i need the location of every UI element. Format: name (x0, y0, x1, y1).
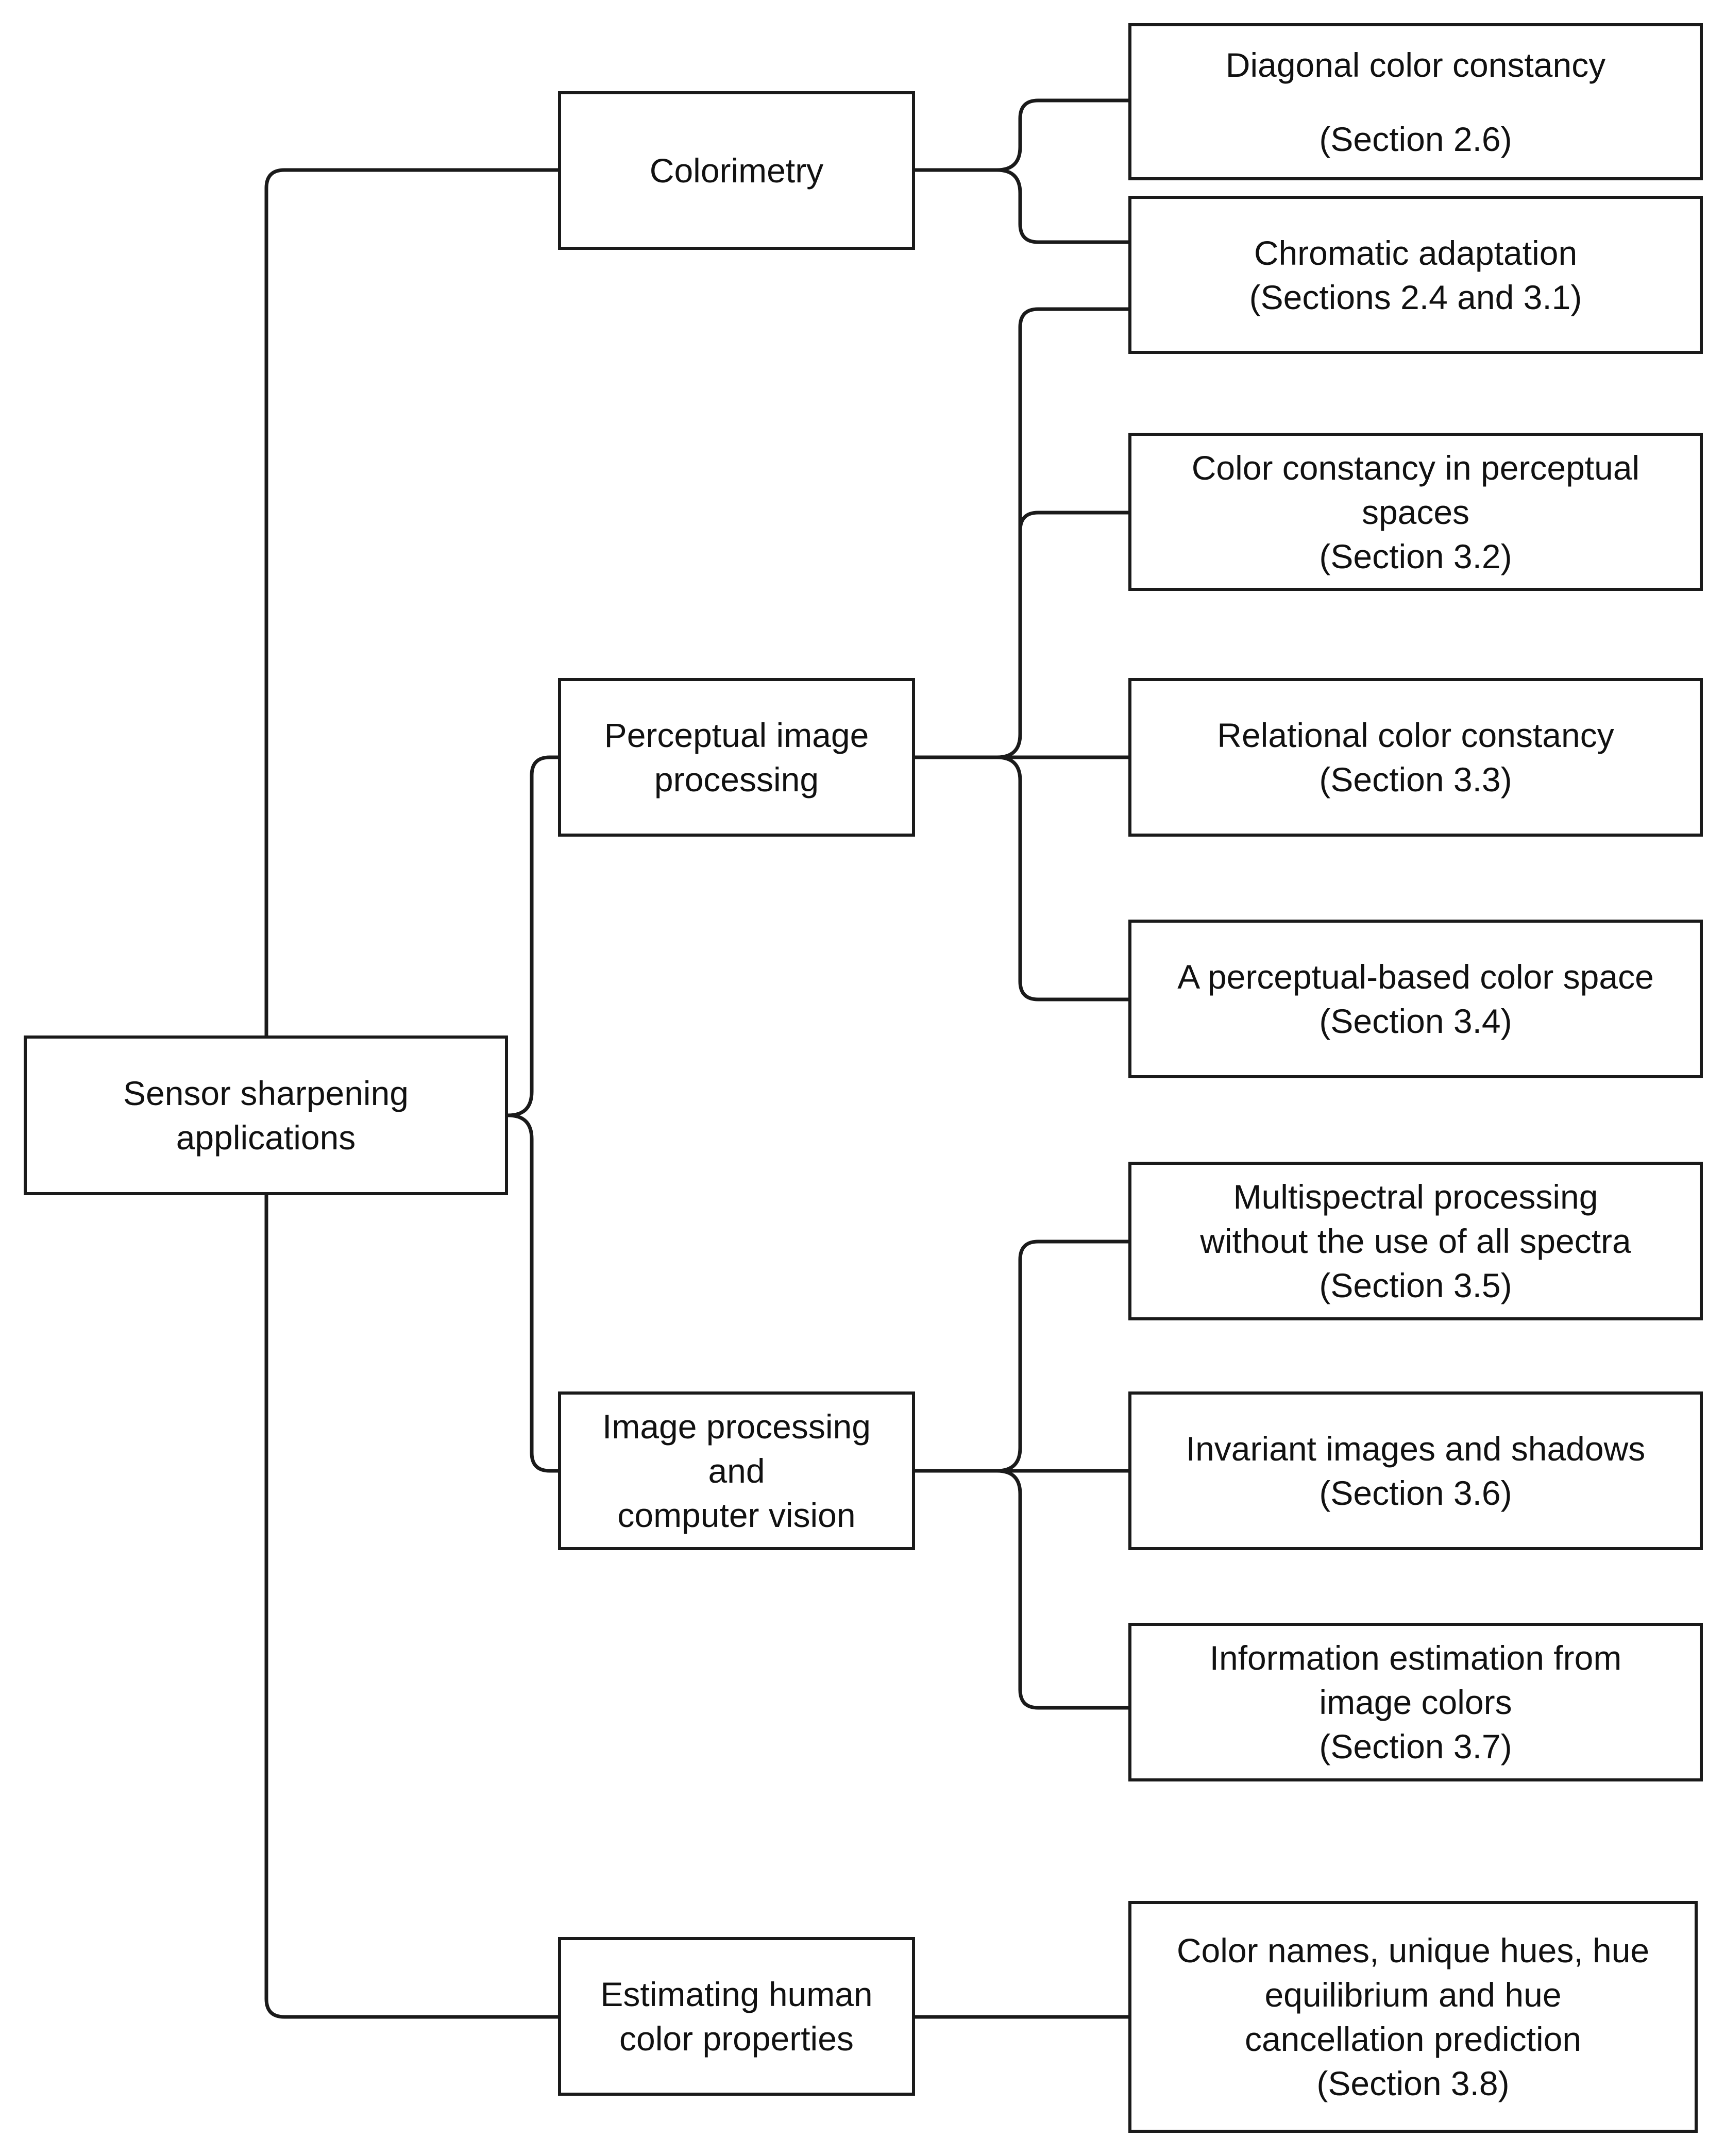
connector-perceptual-leaves (915, 307, 1128, 1001)
leaf-hue-line-4: (Section 3.8) (1316, 2064, 1510, 2102)
category-estimating-human-color-properties: Estimating human color properties (558, 1937, 915, 2096)
leaf-perceptual-spaces-line-3: (Section 3.2) (1319, 537, 1512, 575)
connector-vision-leaves (915, 1240, 1128, 1710)
category-human-line-1: Estimating human (600, 1975, 873, 2013)
leaf-hue-line-3: cancellation prediction (1244, 2020, 1582, 2058)
leaf-color-constancy-perceptual-spaces: Color constancy in perceptual spaces (Se… (1128, 433, 1703, 591)
leaf-color-space-line-2: (Section 3.4) (1319, 1002, 1512, 1040)
leaf-hue-line-2: equilibrium and hue (1264, 1976, 1562, 2014)
leaf-diagonal-line-3: (Section 2.6) (1319, 120, 1512, 158)
root-line-1: Sensor sharpening (123, 1074, 409, 1112)
leaf-relational-line-2: (Section 3.3) (1319, 760, 1512, 799)
leaf-invariant-line-1: Invariant images and shadows (1186, 1430, 1646, 1468)
leaf-chromatic-adaptation: Chromatic adaptation (Sections 2.4 and 3… (1128, 196, 1703, 354)
connector-root-perceptual-vision (508, 755, 558, 1473)
leaf-multispectral-line-1: Multispectral processing (1233, 1178, 1598, 1216)
leaf-relational-line-1: Relational color constancy (1217, 716, 1614, 754)
connector-root-colorimetry (264, 168, 558, 1035)
leaf-perceptual-based-color-space: A perceptual-based color space (Section … (1128, 920, 1703, 1078)
category-colorimetry: Colorimetry (558, 91, 915, 250)
leaf-perceptual-spaces-line-1: Color constancy in perceptual (1191, 448, 1640, 487)
category-vision-line-2: and (708, 1452, 765, 1490)
leaf-multispectral-line-2: without the use of all spectra (1200, 1222, 1631, 1260)
leaf-invariant-images-shadows: Invariant images and shadows (Section 3.… (1128, 1391, 1703, 1550)
leaf-information-line-3: (Section 3.7) (1319, 1727, 1512, 1765)
category-human-line-2: color properties (619, 2019, 854, 2058)
root-node: Sensor sharpening applications (24, 1035, 508, 1195)
category-vision-line-1: Image processing (602, 1407, 871, 1446)
leaf-chromatic-line-1: Chromatic adaptation (1254, 233, 1578, 272)
leaf-information-estimation: Information estimation from image colors… (1128, 1623, 1703, 1781)
leaf-information-line-1: Information estimation from (1209, 1639, 1622, 1677)
leaf-diagonal-color-constancy: Diagonal color constancy (Section 2.6) (1128, 23, 1703, 180)
category-colorimetry-line-1: Colorimetry (649, 151, 824, 190)
category-perceptual-line-2: processing (654, 760, 819, 799)
leaf-color-space-line-1: A perceptual-based color space (1177, 958, 1654, 996)
leaf-perceptual-spaces-line-2: spaces (1361, 493, 1470, 531)
leaf-multispectral-line-3: (Section 3.5) (1319, 1266, 1512, 1304)
leaf-information-line-2: image colors (1319, 1683, 1512, 1721)
leaf-chromatic-line-2: (Sections 2.4 and 3.1) (1249, 278, 1582, 316)
category-perceptual-image-processing: Perceptual image processing (558, 678, 915, 837)
category-vision-line-3: computer vision (617, 1496, 856, 1534)
category-image-processing-computer-vision: Image processing and computer vision (558, 1391, 915, 1550)
leaf-color-names-hue-prediction: Color names, unique hues, hue equilibriu… (1128, 1901, 1698, 2133)
connector-colorimetry-leaves (915, 98, 1128, 244)
leaf-diagonal-line-1: Diagonal color constancy (1225, 45, 1606, 84)
leaf-invariant-line-2: (Section 3.6) (1319, 1474, 1512, 1512)
connector-root-human (264, 1195, 558, 2019)
root-line-2: applications (176, 1118, 356, 1157)
category-perceptual-line-1: Perceptual image (604, 716, 869, 754)
leaf-relational-color-constancy: Relational color constancy (Section 3.3) (1128, 678, 1703, 837)
leaf-multispectral-processing: Multispectral processing without the use… (1128, 1162, 1703, 1320)
leaf-hue-line-1: Color names, unique hues, hue (1176, 1931, 1650, 1970)
